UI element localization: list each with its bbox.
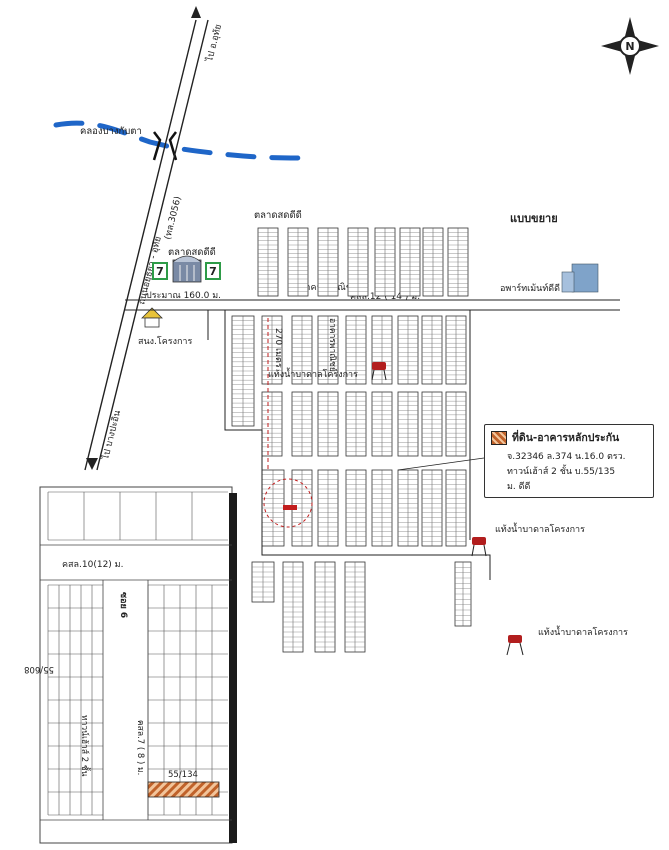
- bridge-icon: [152, 131, 178, 161]
- highway-south-label: ไป บางปะอิน: [100, 409, 123, 462]
- estate-boundary: [224, 310, 491, 580]
- north-arrow-icon: [191, 6, 201, 18]
- collateral-lot-marker: [283, 505, 297, 510]
- office-house-icon: [141, 307, 163, 328]
- water-tank-2-label: แท้งน้ำบาดาลโครงการ: [495, 522, 585, 535]
- inset-building-label: ทาวน์เฮ้าส์ 2 ชั้น: [79, 715, 91, 777]
- water-tank-1-label: แท้งน้ำบาดาลโครงการ: [268, 367, 358, 380]
- legend-box: ที่ดิน-อาคารหลักประกัน จ.32346 ล.374 น.1…: [484, 424, 654, 498]
- collateral-location-circle: [263, 478, 313, 528]
- canal-label: คลองบางกับตา: [80, 126, 142, 137]
- inset-road-top-label: คสล.10(12) ม.: [62, 560, 123, 570]
- svg-text:7: 7: [156, 265, 164, 278]
- office-label: สนง.โครงการ: [138, 336, 192, 347]
- water-tank-3-label: แท้งน้ำบาดาลโครงการ: [538, 625, 628, 638]
- inset-road-right-label: คสล.7 ( 8 ) ม.: [135, 720, 145, 775]
- water-tank-icon: [471, 537, 487, 557]
- apartment-label: อพาร์ทเม้นท์ดีดี: [500, 282, 560, 294]
- legend-line-2: ทาวน์เฮ้าส์ 2 ชั้น บ.55/135: [507, 467, 616, 477]
- south-arrow-icon: [86, 458, 98, 470]
- inset-house-no-1: 55/608: [24, 664, 54, 674]
- inset-soi-label: ซอย 6: [118, 592, 128, 618]
- highway: [84, 19, 209, 471]
- compass-north-label: N: [625, 40, 634, 53]
- lot-blocks: [231, 227, 472, 653]
- highway-code-label: (ทล.3056): [163, 195, 183, 240]
- water-tank-icon: [371, 362, 387, 381]
- main-soi-road: [125, 299, 620, 340]
- main-soi-label: คสล.12 ( 14 ) ม.: [350, 292, 420, 302]
- inset-house-no-2: 55/134: [168, 770, 198, 780]
- water-tank-icon: [506, 635, 524, 656]
- seven-eleven-icon: 7: [205, 262, 221, 280]
- legend-line-3: ม. ดีดี: [507, 482, 531, 492]
- market-left-label: ตลาดสดดีดี: [168, 246, 216, 258]
- distance-vertical-label: 270 เมตร: [273, 328, 283, 368]
- apartment-building-icon: [561, 263, 599, 293]
- svg-text:7: 7: [209, 265, 217, 278]
- market-building-icon: [172, 255, 202, 283]
- inset-collateral-lot: [147, 781, 220, 798]
- extension-label: แบบขยาย: [510, 212, 558, 225]
- legend-line-1: จ.32346 ล.374 น.16.0 ตรว.: [507, 452, 626, 462]
- compass: N: [601, 17, 659, 75]
- inset-detail-map: [39, 486, 237, 844]
- highway-north-label: ไป อ.อุทัย: [204, 23, 224, 63]
- collateral-swatch-icon: [491, 430, 507, 445]
- market-top-label: ตลาดสดดีดี: [254, 209, 302, 221]
- column-label: อาคารพาณิชย์: [327, 318, 338, 372]
- distance-label: ประมาณ 160.0 ม.: [146, 291, 221, 301]
- legend-title: ที่ดิน-อาคารหลักประกัน: [512, 432, 620, 444]
- seven-eleven-icon: 7: [152, 262, 168, 280]
